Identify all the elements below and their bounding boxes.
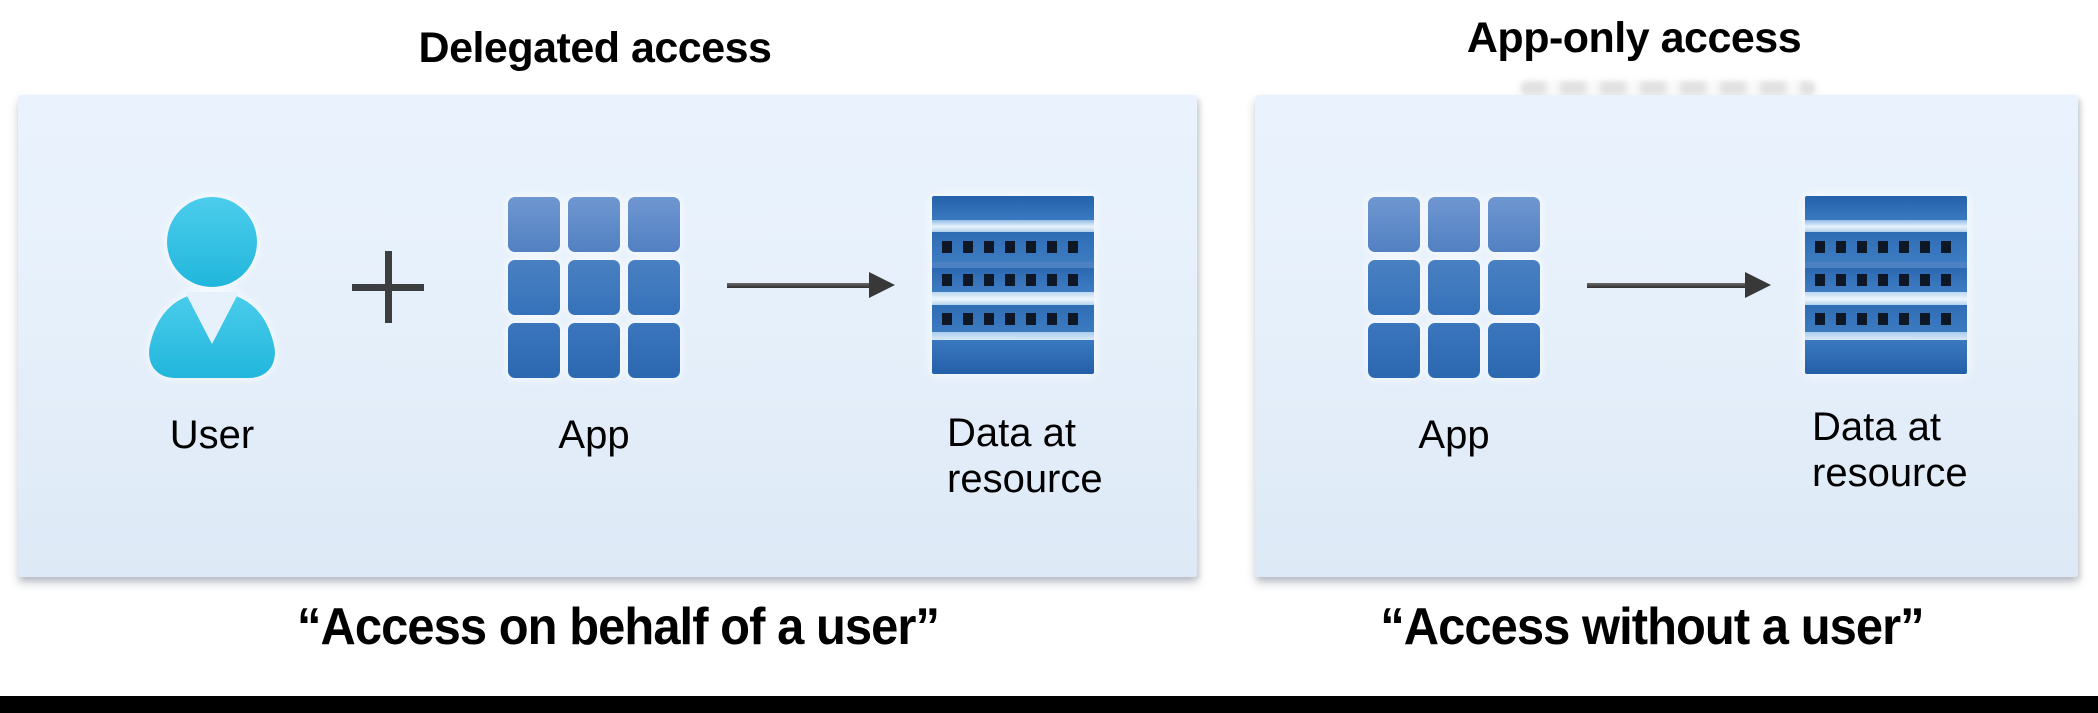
app-label: App (1418, 413, 1490, 457)
dot-row-band (932, 305, 1094, 332)
app-grid-cell (568, 260, 620, 315)
dot-row (941, 274, 1085, 286)
user-person-icon (130, 194, 295, 379)
app-grid-cell (1368, 260, 1420, 315)
erased-text-smudge (1520, 81, 1816, 95)
stripe (932, 196, 1094, 220)
arrow-shaft (727, 282, 869, 288)
stripe (932, 292, 1094, 305)
bottom-black-bar (0, 696, 2098, 713)
arrow-right-icon (1587, 272, 1771, 298)
app-grid-cell (1428, 323, 1480, 378)
dot-row (1814, 274, 1958, 286)
app-grid-cell (1488, 323, 1540, 378)
app-grid-cell (508, 197, 560, 252)
stripe (932, 220, 1094, 232)
app-grid-cell (1428, 260, 1480, 315)
plus-icon (348, 247, 428, 327)
delegated-access-quote: “Access on behalf of a user” (297, 598, 940, 656)
dot-row (1814, 241, 1958, 253)
app-grid-cell (1488, 260, 1540, 315)
arrow-head (869, 272, 895, 298)
app-grid-cell (628, 260, 680, 315)
stripe (1805, 292, 1967, 305)
data-resource-icon (932, 196, 1094, 374)
data-at-resource-label: Data at resource (947, 411, 1103, 501)
stripe (1805, 196, 1967, 220)
app-grid-icon (1368, 197, 1540, 378)
dot-row (941, 312, 1085, 325)
dot-row-band (1805, 305, 1967, 332)
arrow-right-icon (727, 272, 895, 298)
app-grid-cell (1368, 197, 1420, 252)
left-panel-title: Delegated access (418, 24, 772, 72)
arrow-head (1745, 272, 1771, 298)
dot-row-band (1805, 232, 1967, 262)
data-resource-icon (1805, 196, 1967, 374)
app-label: App (558, 413, 630, 457)
app-grid-cell (508, 260, 560, 315)
app-grid-cell (1488, 197, 1540, 252)
app-grid-cell (568, 197, 620, 252)
stripe (932, 340, 1094, 374)
app-only-access-quote: “Access without a user” (1380, 598, 1924, 656)
stripe (932, 262, 1094, 268)
stripe (1805, 340, 1967, 374)
dot-row (941, 241, 1085, 253)
app-grid-cell (628, 197, 680, 252)
dot-row-band (932, 268, 1094, 292)
stripe (1805, 220, 1967, 232)
user-label: User (169, 413, 255, 457)
arrow-shaft (1587, 282, 1745, 288)
app-grid-cell (1368, 323, 1420, 378)
stripe (932, 332, 1094, 340)
plus-vertical-bar (384, 251, 392, 323)
data-at-resource-label: Data at resource (1812, 405, 1968, 495)
app-grid-cell (508, 323, 560, 378)
dot-row-band (1805, 268, 1967, 292)
stripe (1805, 262, 1967, 268)
stripe (1805, 332, 1967, 340)
dot-row (1814, 312, 1958, 325)
app-grid-cell (568, 323, 620, 378)
app-grid-cell (628, 323, 680, 378)
dot-row-band (932, 232, 1094, 262)
right-panel-title: App-only access (1466, 14, 1802, 62)
app-grid-cell (1428, 197, 1480, 252)
app-grid-icon (508, 197, 680, 378)
